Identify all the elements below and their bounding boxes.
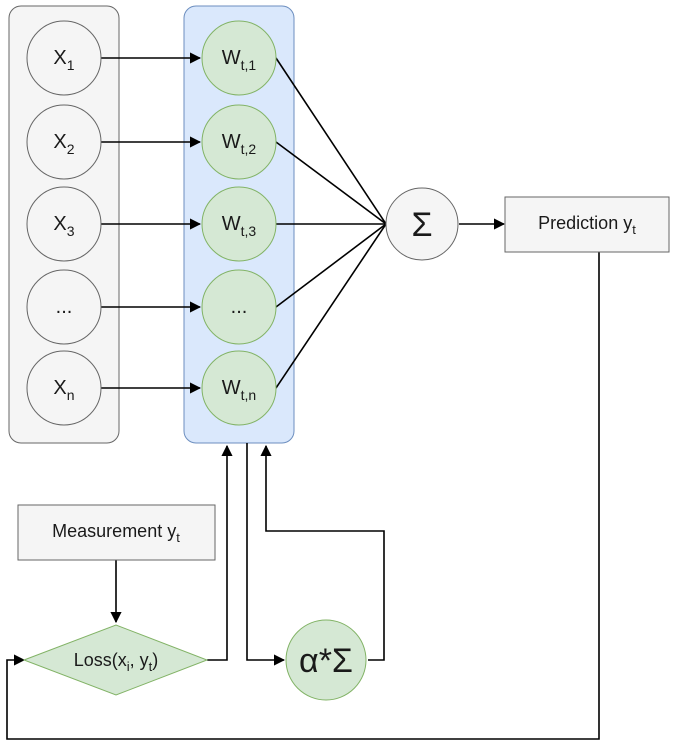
weight-node-3 <box>201 186 277 262</box>
prediction-box <box>504 196 670 253</box>
measurement-box <box>17 504 216 561</box>
input-label-3: X3 <box>53 213 74 239</box>
loss-label: Loss(xi, yt) <box>74 650 159 674</box>
input-node-1 <box>26 20 102 96</box>
input-label-1: X1 <box>53 47 74 73</box>
weight-nodes: Wt,1Wt,2Wt,3... Wt,n <box>201 20 277 426</box>
weight-node-2 <box>201 104 277 180</box>
weight-node-5 <box>201 350 277 426</box>
weight-node-4 <box>201 269 277 345</box>
sum-node <box>385 187 459 261</box>
update-to-weights-edge <box>260 444 385 661</box>
loss-to-weights-edge <box>207 444 233 661</box>
prediction-label: Prediction yt <box>538 213 636 237</box>
input-label-4: ... <box>56 296 73 318</box>
update-symbol: α*Σ <box>299 642 353 680</box>
weight-label-3: Wt,3 <box>222 213 257 239</box>
weights-to-update-edge <box>246 443 286 666</box>
weight-label-1: Wt,1 <box>222 47 257 73</box>
measurement-label: Measurement yt <box>52 521 180 545</box>
input-label-5: Xn <box>53 377 74 403</box>
input-node-4 <box>26 269 102 345</box>
weight-label-4: ... <box>231 296 248 318</box>
sum-symbol: Σ <box>411 206 432 244</box>
input-node-3 <box>26 186 102 262</box>
loss-node <box>22 624 209 696</box>
prediction-feedback-edge <box>6 252 600 740</box>
input-to-weight-edges <box>101 52 202 394</box>
input-node-5 <box>26 350 102 426</box>
weight-to-sum-edges <box>275 57 387 389</box>
input-node-2 <box>26 104 102 180</box>
input-label-2: X2 <box>53 131 74 157</box>
weight-label-2: Wt,2 <box>222 131 257 157</box>
weight-node-1 <box>201 20 277 96</box>
weight-label-5: Wt,n <box>222 377 256 403</box>
update-node <box>285 619 367 701</box>
